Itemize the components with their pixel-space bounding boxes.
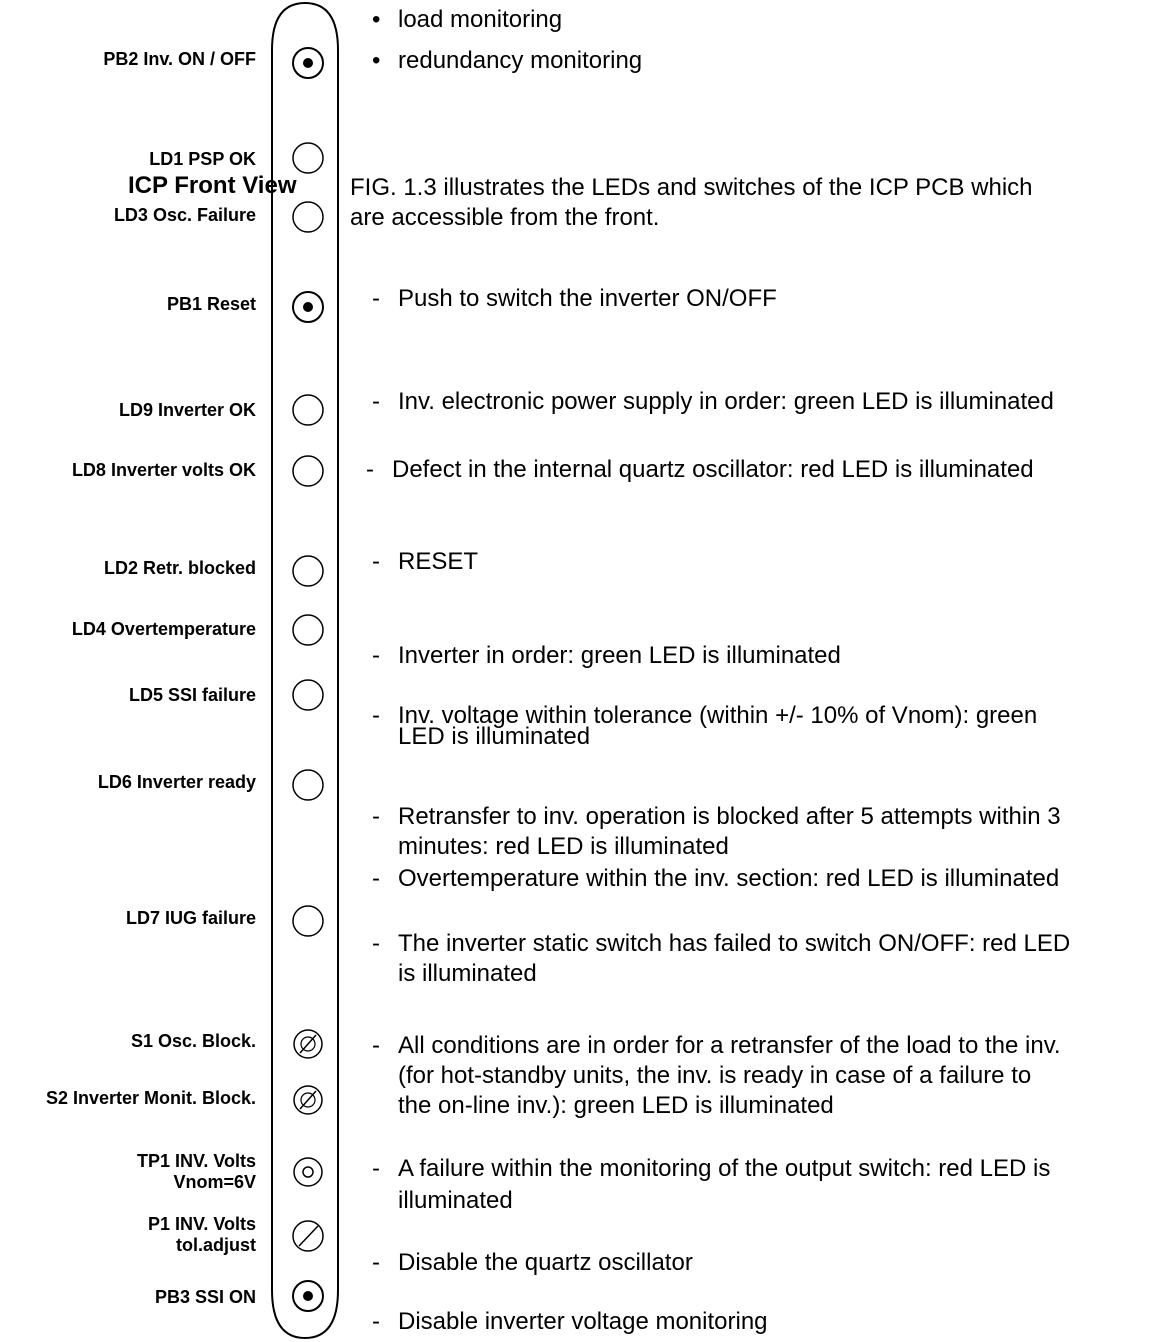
- label-tp1: TP1 INV. Volts Vnom=6V: [137, 1151, 256, 1193]
- description-text-cont: the on-line inv.): green LED is illumina…: [398, 1092, 834, 1119]
- intro-line1: FIG. 1.3 illustrates the LEDs and switch…: [350, 174, 1033, 201]
- ld1-led: [292, 142, 324, 174]
- description-text: Inverter in order: green LED is illumina…: [398, 642, 841, 669]
- label-ld3: LD3 Osc. Failure: [113, 205, 256, 225]
- pb3-pushbutton[interactable]: [292, 1280, 324, 1312]
- label-s1: S1 Osc. Block.: [130, 1031, 256, 1051]
- label-p1-line2: tol.adjust: [176, 1235, 256, 1255]
- label-tp1-line1: TP1 INV. Volts: [136, 1151, 256, 1171]
- description-text: Defect in the internal quartz oscillator…: [392, 456, 1034, 483]
- s2-switch[interactable]: [293, 1085, 323, 1115]
- label-p1-line1: P1 INV. Volts: [147, 1214, 256, 1234]
- ld5-led: [292, 679, 324, 711]
- description-text: Overtemperature within the inv. section:…: [398, 865, 1060, 892]
- bullet-icon: •: [372, 47, 381, 74]
- intro-paragraph: FIG. 1.3 illustrates the LEDs and switch…: [350, 175, 1033, 231]
- intro-line2: are accessible from the front.: [350, 204, 660, 231]
- description-text: Push to switch the inverter ON/OFF: [398, 285, 777, 312]
- description-text-cont: is illuminated: [398, 960, 537, 987]
- description-text-cont: (for hot-standby units, the inv. is read…: [398, 1062, 1032, 1089]
- label-ld9: LD9 Inverter OK: [118, 400, 256, 420]
- label-pb1: PB1 Reset: [166, 294, 256, 314]
- label-pb2: PB2 Inv. ON / OFF: [103, 49, 256, 69]
- description-item: -Retransfer to inv. operation is blocked…: [372, 803, 1061, 860]
- pb1-pushbutton[interactable]: [292, 291, 324, 323]
- description-item: -A failure within the monitoring of the …: [372, 1155, 1051, 1214]
- label-ld2: LD2 Retr. blocked: [103, 558, 256, 578]
- description-item: -Overtemperature within the inv. section…: [372, 865, 1060, 892]
- description-text-cont: minutes: red LED is illuminated: [398, 833, 729, 860]
- p1-potentiometer[interactable]: [292, 1220, 324, 1252]
- label-ld1: LD1 PSP OK: [149, 149, 256, 169]
- description-text-cont: LED is illuminated: [398, 723, 591, 750]
- label-tp1-line2: Vnom=6V: [173, 1172, 256, 1192]
- ld2-led: [292, 555, 324, 587]
- description-text: Retransfer to inv. operation is blocked …: [398, 803, 1061, 830]
- s1-switch[interactable]: [293, 1029, 323, 1059]
- description-item: -Defect in the internal quartz oscillato…: [366, 456, 1034, 483]
- panel-title: ICP Front View: [128, 172, 297, 199]
- description-item: -RESET: [372, 548, 479, 575]
- label-ld4: LD4 Overtemperature: [71, 619, 256, 639]
- description-item: -Inv. electronic power supply in order: …: [372, 388, 1054, 415]
- description-item: -Inv. voltage within tolerance (within +…: [372, 702, 1038, 750]
- bullet-item: • redundancy monitoring: [372, 48, 642, 74]
- description-item: -The inverter static switch has failed t…: [372, 930, 1071, 987]
- pb2-pushbutton[interactable]: [292, 47, 324, 79]
- description-item: -Push to switch the inverter ON/OFF: [372, 285, 777, 312]
- bullet-item: • load monitoring: [372, 7, 562, 33]
- ld7-led: [292, 905, 324, 937]
- label-s2: S2 Inverter Monit. Block.: [45, 1088, 256, 1108]
- description-text: Inv. voltage within tolerance (within +/…: [398, 702, 1038, 729]
- description-item: -Inverter in order: green LED is illumin…: [372, 642, 841, 669]
- description-text: Disable inverter voltage monitoring: [398, 1308, 768, 1335]
- bullet-text: load monitoring: [398, 6, 563, 33]
- label-ld6: LD6 Inverter ready: [97, 772, 256, 792]
- description-text: A failure within the monitoring of the o…: [398, 1155, 1051, 1182]
- label-ld7: LD7 IUG failure: [125, 908, 256, 928]
- ld6-led: [292, 769, 324, 801]
- description-text: RESET: [398, 548, 479, 575]
- panel-outline: [271, 1, 339, 1340]
- description-text: The inverter static switch has failed to…: [398, 930, 1071, 957]
- description-item: -Disable inverter voltage monitoring: [372, 1308, 768, 1335]
- description-text-cont: illuminated: [398, 1187, 513, 1214]
- ld3-led: [292, 201, 324, 233]
- ld8-led: [292, 455, 324, 487]
- description-item: -Disable the quartz oscillator: [372, 1249, 693, 1276]
- description-text: Inv. electronic power supply in order: g…: [398, 388, 1054, 415]
- description-item: -All conditions are in order for a retra…: [372, 1032, 1061, 1119]
- description-text: Disable the quartz oscillator: [398, 1249, 693, 1276]
- bullet-text: redundancy monitoring: [398, 47, 643, 74]
- description-text: All conditions are in order for a retran…: [398, 1032, 1061, 1059]
- label-p1: P1 INV. Volts tol.adjust: [148, 1214, 256, 1256]
- bullet-icon: •: [372, 6, 381, 33]
- label-ld8: LD8 Inverter volts OK: [71, 460, 256, 480]
- ld4-led: [292, 614, 324, 646]
- label-ld5: LD5 SSI failure: [128, 685, 256, 705]
- label-pb3: PB3 SSI ON: [154, 1287, 256, 1307]
- tp1-test-point[interactable]: [293, 1157, 323, 1187]
- ld9-led: [292, 394, 324, 426]
